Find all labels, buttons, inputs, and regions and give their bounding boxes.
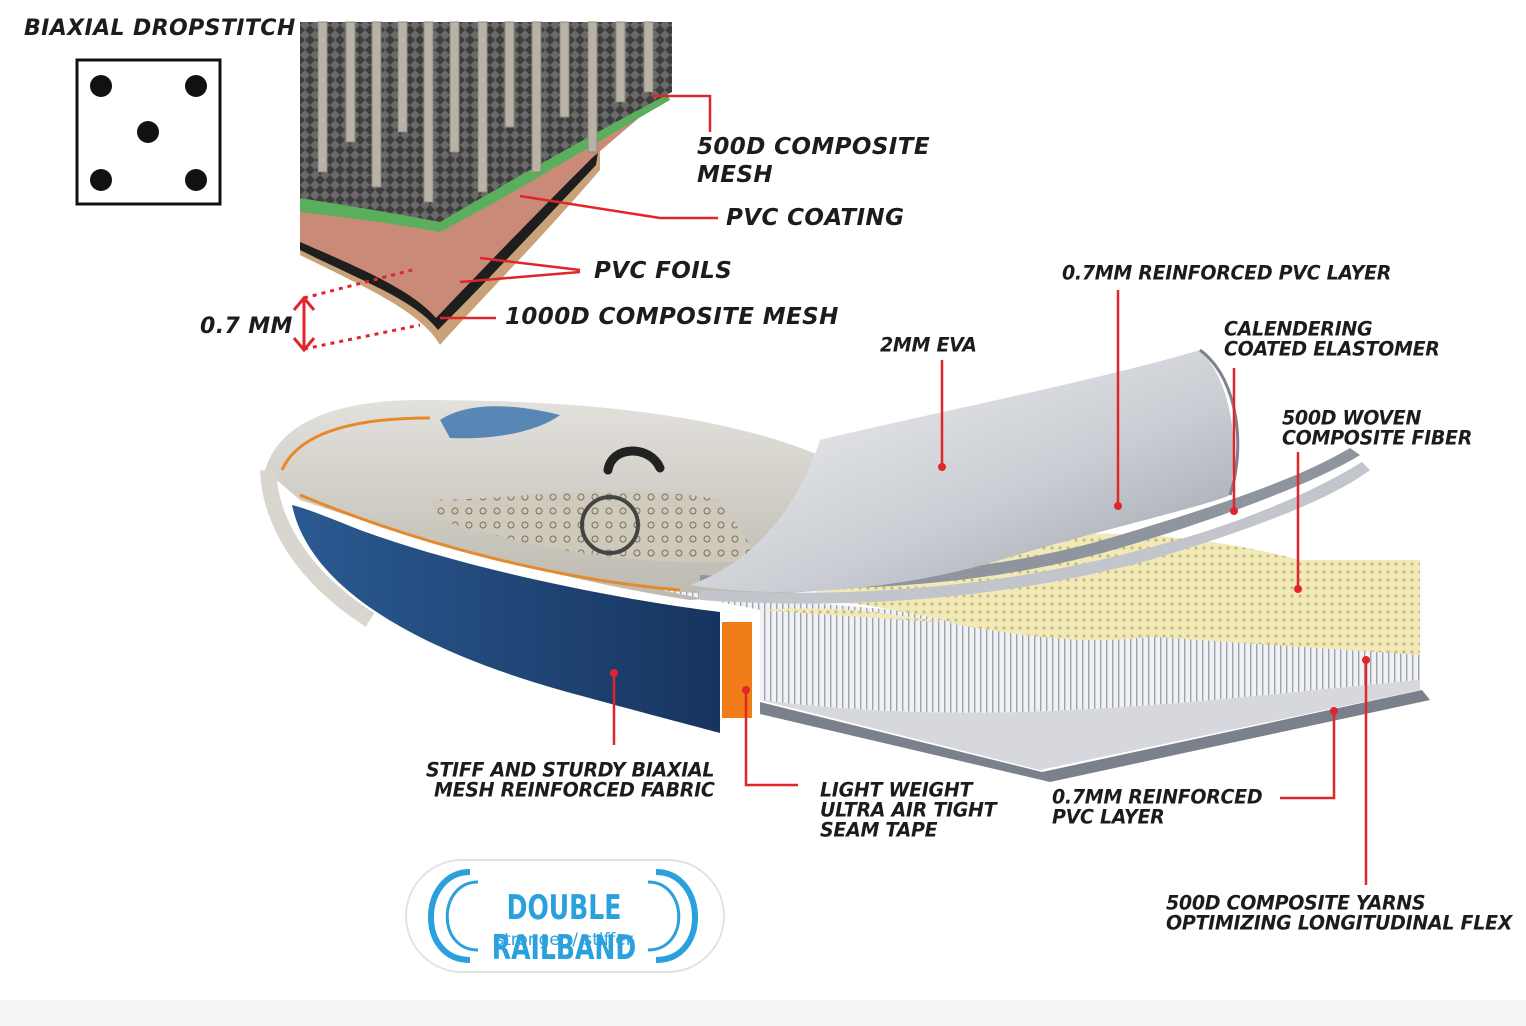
label-pvc-coating: PVC COATING xyxy=(726,205,905,231)
label-reinforced-pvc-bottom-line1: 0.7MM REINFORCED xyxy=(1052,785,1263,809)
label-seam-line2: ULTRA AIR TIGHT xyxy=(820,798,997,822)
label-yarns-line1: 500D COMPOSITE YARNS xyxy=(1166,891,1426,915)
railband-badge-frame xyxy=(405,859,725,973)
label-reinforced-pvc-bottom-line2: PVC LAYER xyxy=(1052,805,1165,829)
badge-subtitle: stronger / stiffer xyxy=(495,930,633,950)
label-pvc-foils: PVC FOILS xyxy=(594,258,733,284)
biaxial-legend-box xyxy=(75,58,222,206)
label-rail-line1: STIFF AND STURDY BIAXIAL xyxy=(426,758,715,782)
label-1000d-mesh: 1000D COMPOSITE MESH xyxy=(505,304,839,330)
label-yarns-line2: OPTIMIZING LONGITUDINAL FLEX xyxy=(1166,911,1513,935)
label-seam-line3: SEAM TAPE xyxy=(820,818,938,842)
label-500d-mesh-line1: 500D COMPOSITE xyxy=(697,134,930,160)
label-rail-line2: MESH REINFORCED FABRIC xyxy=(434,778,715,802)
label-calendering-line1: CALENDERING xyxy=(1224,317,1373,341)
double-railband-badge: DOUBLE RAILBAND stronger / stiffer xyxy=(404,858,724,974)
bottom-strip xyxy=(0,1000,1526,1026)
label-woven-line2: COMPOSITE FIBER xyxy=(1282,426,1473,450)
label-500d-mesh-line2: MESH xyxy=(697,162,774,188)
label-reinforced-pvc-top: 0.7MM REINFORCED PVC LAYER xyxy=(1062,261,1392,285)
label-thickness: 0.7 MM xyxy=(200,314,293,339)
label-seam-line1: LIGHT WEIGHT xyxy=(820,778,973,802)
label-eva: 2MM EVA xyxy=(880,333,977,357)
material-inset xyxy=(300,21,672,345)
thickness-marker xyxy=(292,268,421,353)
leader-lines xyxy=(440,94,1368,885)
label-woven-line1: 500D WOVEN xyxy=(1282,406,1422,430)
legend-title: BIAXIAL DROPSTITCH xyxy=(24,16,296,41)
label-calendering-line2: COATED ELASTOMER xyxy=(1224,337,1440,361)
badge-title: DOUBLE RAILBAND xyxy=(491,888,637,968)
leader-dots xyxy=(610,463,1370,715)
board-illustration xyxy=(260,348,1430,782)
